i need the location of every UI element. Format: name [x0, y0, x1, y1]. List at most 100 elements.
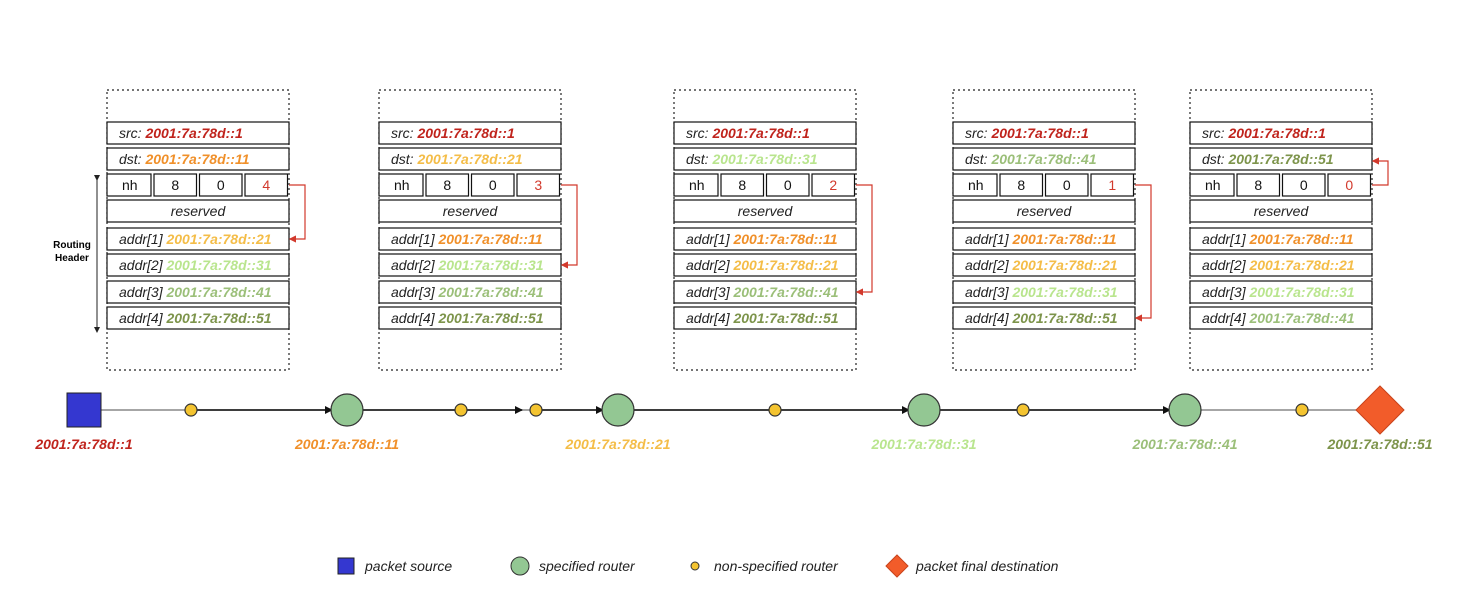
non-specified-router-node — [454, 403, 468, 417]
legend-label: non-specified router — [714, 558, 839, 574]
legend-item-router: specified router — [510, 556, 636, 576]
reserved-field — [378, 199, 562, 223]
addr-row-text-2: addr[2] 2001:7a:78d::21 — [686, 257, 839, 273]
addr-value-4: 2001:7a:78d::41 — [1248, 310, 1354, 326]
addr-field-1 — [378, 227, 562, 251]
addr-value-2: 2001:7a:78d::31 — [165, 257, 271, 273]
routing-type-cell: 0 — [784, 177, 792, 193]
addr-field-3 — [952, 280, 1136, 304]
addr-label-3: addr[3] — [965, 284, 1010, 300]
addr-row-text-4: addr[4] 2001:7a:78d::51 — [391, 310, 544, 326]
addr-value-2: 2001:7a:78d::31 — [437, 257, 543, 273]
src-label: src: — [686, 125, 709, 141]
node-address-label: 2001:7a:78d::51 — [1326, 436, 1432, 452]
next-header-cell-box — [106, 173, 152, 197]
addr-field-4 — [1189, 306, 1373, 330]
addr-label-1: addr[1] — [119, 231, 164, 247]
src-row-text: src: 2001:7a:78d::1 — [391, 125, 515, 141]
routing-type-cell-box — [1281, 173, 1326, 197]
legend-label: packet final destination — [915, 558, 1059, 574]
next-header-cell: nh — [394, 177, 410, 193]
non-specified-router-node — [1295, 403, 1309, 417]
non-specified-router-node — [184, 403, 198, 417]
addr-row-text-3: addr[3] 2001:7a:78d::31 — [965, 284, 1118, 300]
addr-row-text-2: addr[2] 2001:7a:78d::21 — [1202, 257, 1355, 273]
addr-field-2 — [952, 253, 1136, 277]
addr-value-2: 2001:7a:78d::21 — [1248, 257, 1354, 273]
src-address: 2001:7a:78d::1 — [1227, 125, 1325, 141]
addr-row-text-4: addr[4] 2001:7a:78d::41 — [1202, 310, 1355, 326]
header-length-cell: 8 — [1254, 177, 1262, 193]
addr-field-2 — [1189, 253, 1373, 277]
addr-row-text-1: addr[1] 2001:7a:78d::11 — [1202, 231, 1354, 247]
header-length-cell-box — [1236, 173, 1281, 197]
addr-row-text-1: addr[1] 2001:7a:78d::11 — [965, 231, 1117, 247]
next-header-cell-box — [952, 173, 998, 197]
addr-value-2: 2001:7a:78d::21 — [732, 257, 838, 273]
addr-field-1 — [1189, 227, 1373, 251]
legend-nonrouter-dot — [690, 561, 700, 571]
node-address-label: 2001:7a:78d::31 — [870, 436, 976, 452]
node-address-label: 2001:7a:78d::1 — [34, 436, 132, 452]
src-address: 2001:7a:78d::1 — [416, 125, 514, 141]
segments-left-cell-box — [244, 173, 289, 197]
segments-left-cell: 2 — [829, 177, 837, 193]
addr-label-2: addr[2] — [686, 257, 731, 273]
dst-field — [952, 147, 1136, 171]
addr-label-1: addr[1] — [686, 231, 731, 247]
src-row-text: src: 2001:7a:78d::1 — [1202, 125, 1326, 141]
addr-label-2: addr[2] — [119, 257, 164, 273]
segments-pointer-arrow — [855, 184, 873, 296]
src-label: src: — [1202, 125, 1225, 141]
src-address: 2001:7a:78d::1 — [990, 125, 1088, 141]
legend-destination-diamond — [885, 554, 909, 578]
addr-label-3: addr[3] — [391, 284, 436, 300]
segments-pointer-arrow — [1134, 184, 1152, 322]
header-length-cell: 8 — [1017, 177, 1025, 193]
addr-value-1: 2001:7a:78d::11 — [1248, 231, 1353, 247]
addr-row-text-1: addr[1] 2001:7a:78d::11 — [391, 231, 543, 247]
addr-field-2 — [106, 253, 290, 277]
addr-value-1: 2001:7a:78d::11 — [732, 231, 837, 247]
addr-label-3: addr[3] — [1202, 284, 1247, 300]
addr-value-3: 2001:7a:78d::41 — [165, 284, 271, 300]
src-row-text: src: 2001:7a:78d::1 — [686, 125, 810, 141]
addr-label-1: addr[1] — [965, 231, 1010, 247]
reserved-field — [952, 199, 1136, 223]
header-length-cell-box — [999, 173, 1044, 197]
dst-address: 2001:7a:78d::41 — [990, 151, 1096, 167]
dst-label: dst: — [1202, 151, 1225, 167]
addr-label-4: addr[4] — [686, 310, 731, 326]
next-header-cell: nh — [1205, 177, 1221, 193]
dst-address: 2001:7a:78d::51 — [1227, 151, 1333, 167]
routing-header-label-line2: Header — [55, 253, 89, 264]
src-label: src: — [119, 125, 142, 141]
routing-type-cell: 0 — [217, 177, 225, 193]
addr-field-3 — [1189, 280, 1373, 304]
next-header-cell-box — [1189, 173, 1235, 197]
non-specified-router-node — [768, 403, 782, 417]
routing-type-cell: 0 — [1300, 177, 1308, 193]
segments-left-cell-box — [1327, 173, 1372, 197]
dst-field — [673, 147, 857, 171]
addr-field-1 — [673, 227, 857, 251]
addr-label-3: addr[3] — [119, 284, 164, 300]
addr-field-1 — [952, 227, 1136, 251]
src-address: 2001:7a:78d::1 — [144, 125, 242, 141]
addr-value-1: 2001:7a:78d::11 — [1011, 231, 1116, 247]
addr-label-3: addr[3] — [686, 284, 731, 300]
src-row-text: src: 2001:7a:78d::1 — [119, 125, 243, 141]
addr-value-4: 2001:7a:78d::51 — [437, 310, 543, 326]
node-address-label: 2001:7a:78d::11 — [294, 436, 399, 452]
reserved-label: reserved — [1017, 203, 1073, 219]
network-path: 2001:7a:78d::1 2001:7a:78d::11 2001:7a:78d… — [34, 385, 1433, 452]
segments-pointer-arrow — [1371, 157, 1389, 186]
legend-router-circle — [510, 556, 530, 576]
addr-value-1: 2001:7a:78d::21 — [165, 231, 271, 247]
reserved-field — [1189, 199, 1373, 223]
src-row-text: src: 2001:7a:78d::1 — [965, 125, 1089, 141]
destination-node-diamond — [1355, 385, 1405, 435]
addr-field-3 — [378, 280, 562, 304]
addr-value-3: 2001:7a:78d::41 — [732, 284, 838, 300]
